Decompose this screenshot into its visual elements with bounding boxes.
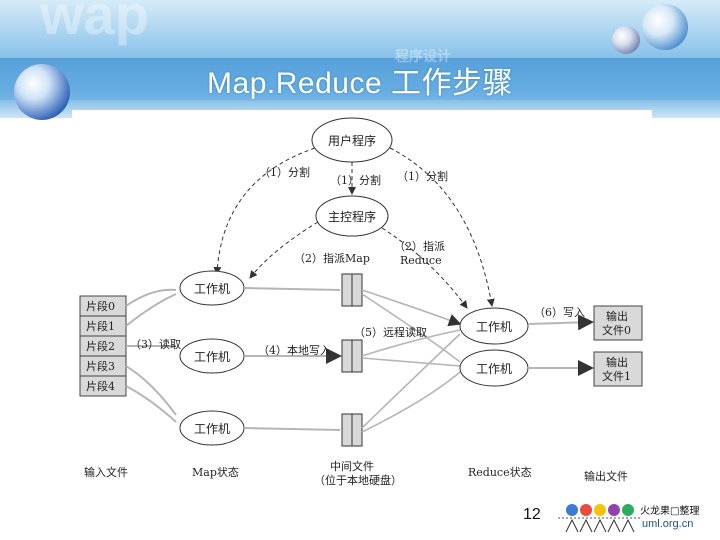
intermediate-files [341, 273, 363, 447]
output-file-1-line1: 输出 [606, 355, 628, 369]
map-worker-bot-label: 工作机 [194, 422, 230, 436]
watermark-text-cn: 程序设计 [395, 48, 451, 64]
flow-split3 [125, 365, 177, 416]
input-splits: 片段0 片段1 片段2 片段3 片段4 [79, 295, 127, 397]
banner-band [0, 58, 720, 100]
split-label-0: 片段0 [86, 299, 115, 313]
split-label-3: 片段3 [86, 359, 115, 373]
map-worker-top-label: 工作机 [194, 282, 230, 296]
map-worker-mid-label: 工作机 [194, 350, 230, 364]
logo-figures [558, 504, 640, 533]
remote-read-arrows [361, 289, 462, 433]
fork-arrow-left [213, 147, 316, 275]
slide-title: Map.Reduce 工作步骤 [207, 67, 513, 100]
flow-split0 [125, 288, 177, 307]
split-label-1: 片段1 [86, 319, 115, 333]
split-label-4: 片段4 [86, 379, 115, 393]
split-label-2: 片段2 [86, 339, 115, 353]
step-read: （3）读取 [130, 337, 181, 351]
caption-input-files: 输入文件 [84, 465, 128, 479]
output-file-0-line2: 文件0 [602, 323, 631, 337]
step-fork-left: （1）分割 [259, 165, 310, 179]
caption-map-phase: Map状态 [192, 465, 239, 479]
step-assign-reduce-1: （2）指派 [394, 239, 445, 253]
decorative-sphere-small [612, 26, 640, 54]
logo-text-url: uml.org.cn [642, 518, 694, 530]
reduce-worker-top [459, 307, 529, 345]
mapreduce-diagram: 片段0 片段1 片段2 片段3 片段4 用户程序 主控程序 （1）分 [72, 110, 652, 490]
page-number: 12 [523, 506, 541, 523]
logo-text-cn: 火龙果□整理 [640, 506, 700, 517]
step-local-write: （4）本地写入 [258, 343, 331, 357]
step-remote-read: （5）远程读取 [354, 325, 427, 339]
input-flow-arrows [125, 288, 177, 423]
caption-intermediate-2: （位于本地硬盘） [314, 473, 402, 487]
assign-map-arrow [249, 221, 319, 279]
flow-split4 [125, 385, 177, 423]
master-program-node [315, 195, 389, 237]
user-program-label: 用户程序 [328, 133, 376, 148]
decorative-sphere-large [14, 64, 70, 120]
write-arrows [527, 314, 594, 376]
caption-intermediate-1: 中间文件 [330, 459, 374, 473]
step-assign-reduce-2: Reduce [400, 254, 442, 267]
step-assign-map: （2）指派Map [294, 251, 370, 265]
step-fork-center: （1）分割 [330, 173, 381, 187]
fork-arrows [213, 147, 495, 309]
local-write-arrows [243, 287, 342, 431]
step-fork-right: （1）分割 [397, 169, 448, 183]
output-file-0 [593, 305, 643, 341]
watermark-text: wap [40, 0, 149, 46]
step-write: （6）写入 [534, 306, 585, 319]
flow-split1 [125, 293, 177, 327]
fork-arrow-right [389, 147, 495, 307]
master-program-label: 主控程序 [328, 209, 376, 224]
header-banner: wap 程序设计 [0, 0, 720, 120]
reduce-worker-top-label: 工作机 [476, 320, 512, 334]
decorative-sphere-medium [642, 4, 688, 50]
reduce-worker-bot-label: 工作机 [476, 362, 512, 376]
output-file-1 [593, 351, 643, 387]
caption-reduce-phase: Reduce状态 [468, 465, 532, 479]
output-file-0-line1: 输出 [606, 309, 628, 323]
output-file-1-line2: 文件1 [602, 369, 631, 383]
assign-reduce-arrow [381, 227, 468, 309]
caption-output-files: 输出文件 [584, 469, 628, 483]
